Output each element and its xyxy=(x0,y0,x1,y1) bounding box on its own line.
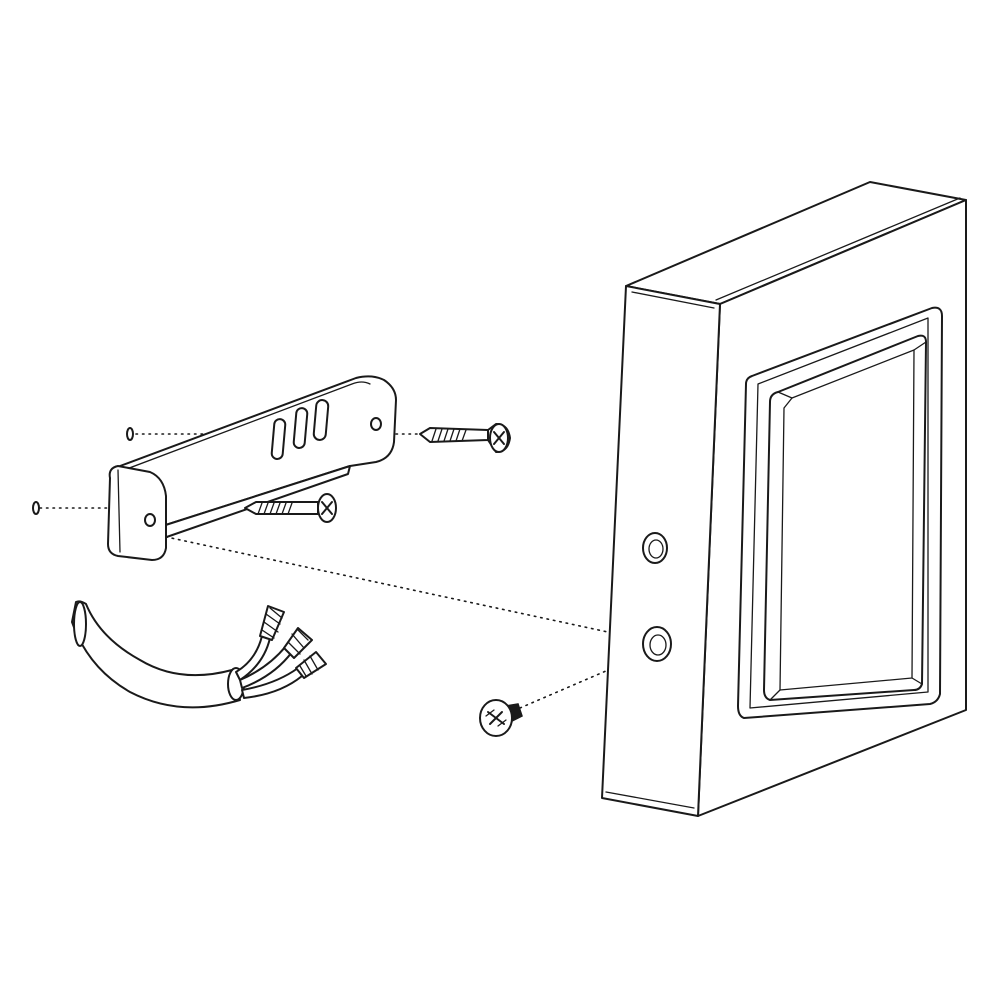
wall-anchor-plug-upper xyxy=(126,427,134,441)
wall-anchor-plug-lower xyxy=(32,501,40,515)
power-cable xyxy=(71,600,327,709)
wood-screw-lower xyxy=(244,493,337,523)
wood-screw-upper xyxy=(419,423,511,453)
lamp-housing xyxy=(601,181,967,817)
mounting-bracket xyxy=(107,375,397,561)
machine-screw xyxy=(479,699,523,737)
